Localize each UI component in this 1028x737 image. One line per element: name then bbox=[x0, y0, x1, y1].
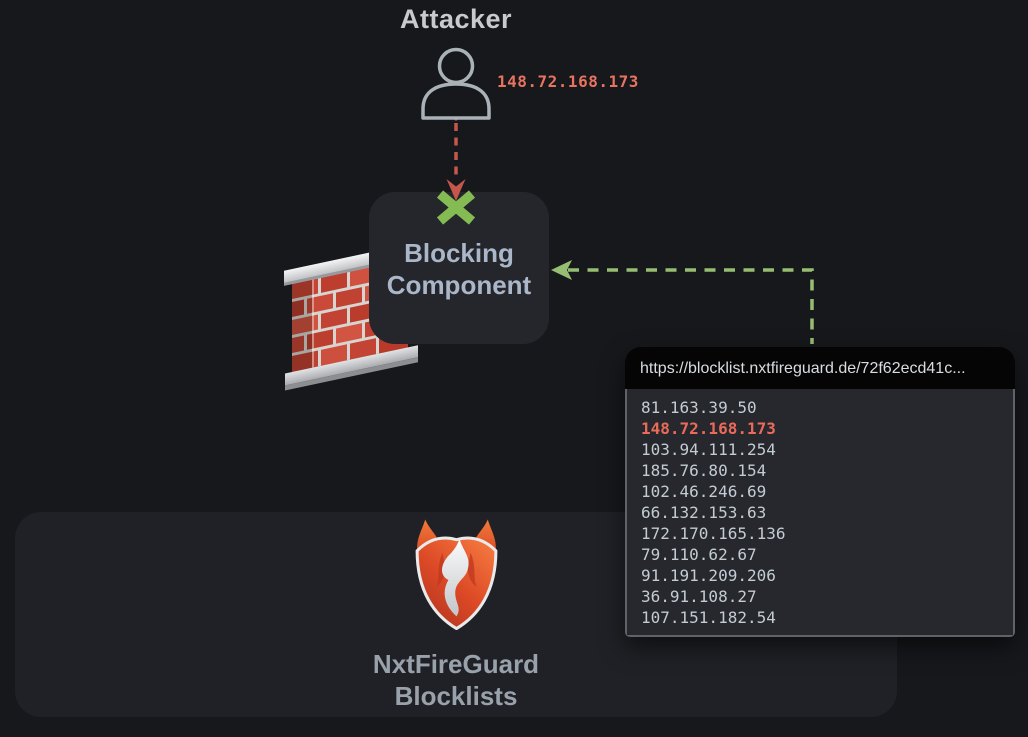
blocklist-ip-list: 81.163.39.50 148.72.168.173 103.94.111.254… bbox=[625, 389, 1015, 637]
blocklist-url-bar: https://blocklist.nxtfireguard.de/72f62e… bbox=[625, 347, 1015, 389]
blocklist-window: https://blocklist.nxtfireguard.de/72f62e… bbox=[625, 347, 1015, 637]
attacker-ip: 148.72.168.173 bbox=[497, 72, 639, 91]
ip-row: 91.191.209.206 bbox=[641, 566, 776, 585]
ip-row: 148.72.168.173 bbox=[641, 419, 776, 438]
ip-row: 185.76.80.154 bbox=[641, 461, 767, 480]
ip-row: 36.91.108.27 bbox=[641, 587, 757, 606]
green-dashed-arrow-left-icon bbox=[551, 260, 814, 344]
ip-row: 172.170.165.136 bbox=[641, 524, 786, 543]
blocking-component-label: Blocking Component bbox=[386, 238, 532, 300]
provider-name-line2: Blocklists bbox=[394, 681, 518, 711]
blocking-component-card: Blocking Component bbox=[369, 192, 549, 344]
ip-row: 103.94.111.254 bbox=[641, 440, 776, 459]
ip-row: 79.110.62.67 bbox=[641, 545, 757, 564]
red-dashed-arrow-down-icon bbox=[446, 117, 466, 201]
ip-row: 66.132.153.63 bbox=[641, 503, 767, 522]
blocklist-url: https://blocklist.nxtfireguard.de/72f62e… bbox=[640, 360, 966, 377]
ip-row: 102.46.246.69 bbox=[641, 482, 767, 501]
person-icon bbox=[421, 47, 491, 120]
flame-shield-logo-icon bbox=[415, 519, 498, 631]
attacker-title: Attacker bbox=[399, 4, 513, 34]
provider-name: NxtFireGuard Blocklists bbox=[306, 648, 606, 712]
ip-row: 81.163.39.50 bbox=[641, 398, 757, 417]
ip-row: 107.151.182.54 bbox=[641, 608, 776, 627]
provider-name-line1: NxtFireGuard bbox=[372, 649, 540, 679]
